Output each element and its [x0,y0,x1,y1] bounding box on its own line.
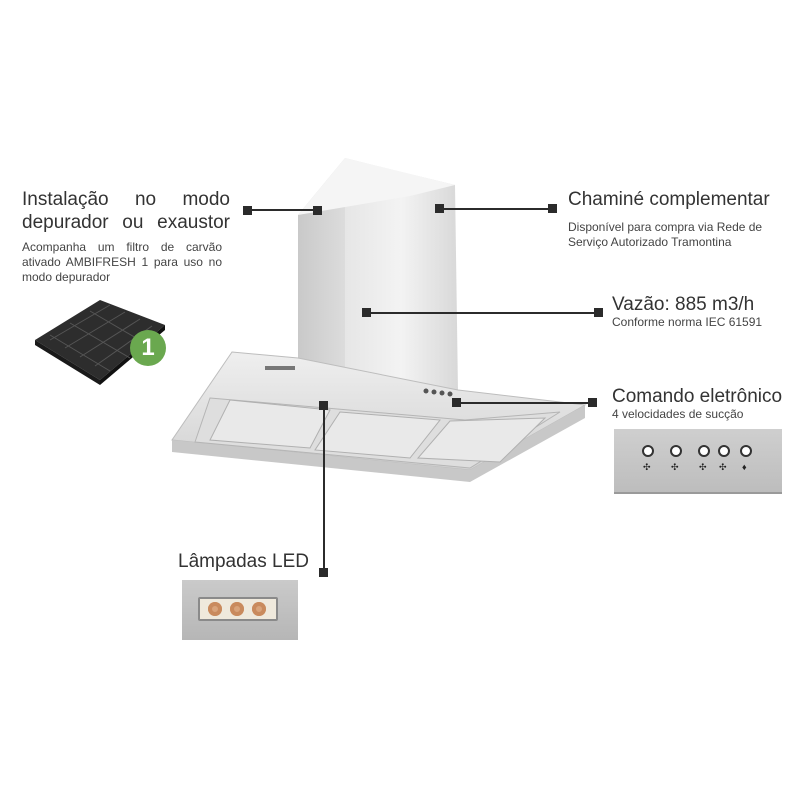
chimney-description: Disponível para compra via Rede de Servi… [568,220,762,250]
flow-callout-line [366,312,596,314]
badge-number: 1 [141,334,155,361]
install-description: Acompanha um filtro de carvão ativado AM… [22,240,222,285]
led-callout-dot-start [319,401,328,410]
filter-number-badge: 1 [130,330,166,366]
control-title: Comando eletrônico [612,386,783,407]
fan-icon: ✣ [643,462,651,472]
control-description: 4 velocidades de sucção [612,407,744,421]
flow-callout-dot-start [362,308,371,317]
led-bulb [230,602,244,616]
fan-icon: ✣ [671,462,679,472]
chimney-callout-line [439,208,552,210]
flow-description: Conforme norma IEC 61591 [612,315,763,329]
install-title-line2: depurador ou exaustor [22,212,230,233]
control-panel-closeup: ✣ ✣ ✣ ✣ ♦ [614,429,782,492]
led-callout-dot-end [319,568,328,577]
control-callout-line [456,402,592,404]
speed-button-3 [698,445,710,457]
led-lamps-closeup [182,580,298,640]
install-callout-dot-start [243,206,252,215]
install-callout-line [247,209,317,211]
light-button [740,445,752,457]
install-callout-dot-end [313,206,322,215]
led-callout-line [323,405,325,573]
control-callout-dot-end [588,398,597,407]
control-callout-dot-start [452,398,461,407]
chimney-callout-dot-start [435,204,444,213]
fan-icon: ✣ [699,462,707,472]
flow-title: Vazão: 885 m3/h [612,294,755,315]
chimney-title: Chaminé complementar [568,189,770,210]
light-icon: ♦ [742,462,747,472]
install-desc-line3: modo depurador [22,270,111,284]
install-title-line1: Instalação no modo [22,189,230,210]
speed-button-4 [718,445,730,457]
led-strip [198,597,278,621]
chimney-callout-dot-end [548,204,557,213]
speed-button-1 [642,445,654,457]
fan-icon: ✣ [719,462,727,472]
led-bulb [252,602,266,616]
led-title: Lâmpadas LED [178,551,309,572]
install-title: Instalação no modo depurador ou exaustor [22,188,230,234]
speed-button-2 [670,445,682,457]
chimney-desc-line2: Serviço Autorizado Tramontina [568,235,732,249]
flow-callout-dot-end [594,308,603,317]
chimney-desc-line1: Disponível para compra via Rede de [568,220,763,234]
led-bulb [208,602,222,616]
install-desc-line2: ativado AMBIFRESH 1 para uso no [22,255,222,269]
install-desc-line1: Acompanha um filtro de carvão [22,240,222,254]
